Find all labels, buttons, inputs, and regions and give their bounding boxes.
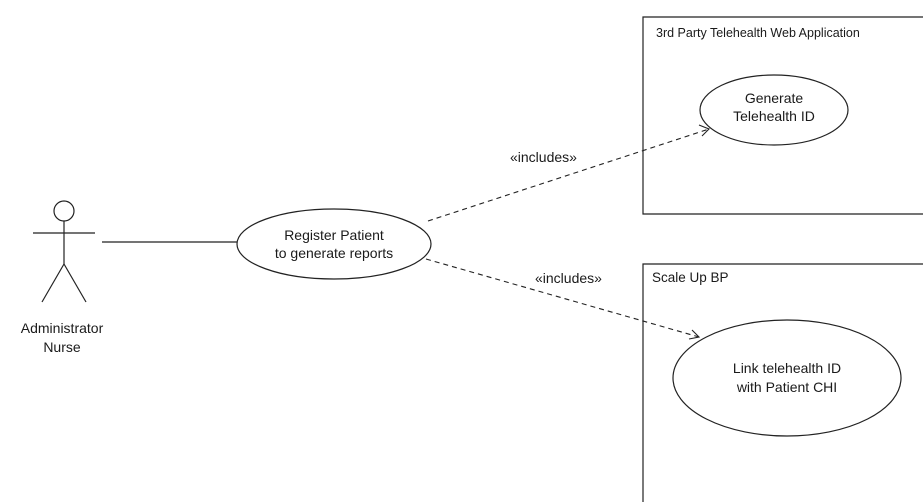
include-dashed-line-top: [427, 128, 710, 222]
include-relation-generate: «includes»: [427, 124, 710, 222]
include-label-bottom: «includes»: [535, 270, 602, 286]
use-case-register-ellipse: [236, 208, 432, 280]
actor-administrator-nurse: Administrator Nurse: [21, 200, 104, 355]
system-boundary-scale-up-frame: [642, 263, 923, 502]
include-dashed-line-bottom: [425, 258, 700, 338]
include-arrowhead-bottom: [688, 329, 701, 340]
system-boundary-scale-up: Scale Up BP: [642, 263, 923, 502]
use-case-generate-line1: Generate: [745, 90, 804, 106]
use-case-link-ellipse: [672, 319, 902, 437]
use-case-generate-telehealth-id: Generate Telehealth ID: [699, 74, 849, 146]
system-title-scale-up: Scale Up BP: [652, 270, 729, 285]
include-relation-link: «includes»: [425, 258, 701, 340]
use-case-register-patient: Register Patient to generate reports: [236, 208, 432, 280]
use-case-generate-ellipse: [699, 74, 849, 146]
system-boundary-telehealth: 3rd Party Telehealth Web Application: [642, 16, 923, 215]
include-arrowhead-top: [698, 124, 710, 137]
include-label-top: «includes»: [510, 149, 577, 165]
use-case-link-line1: Link telehealth ID: [733, 360, 841, 376]
actor-left-leg: [41, 263, 65, 303]
actor-right-leg: [63, 263, 87, 303]
use-case-generate-line2: Telehealth ID: [733, 108, 815, 124]
use-case-link-line2: with Patient CHI: [736, 379, 837, 395]
use-case-link-telehealth-id: Link telehealth ID with Patient CHI: [672, 319, 902, 437]
system-boundary-telehealth-frame: [642, 16, 923, 215]
use-case-register-line2: to generate reports: [275, 245, 393, 261]
actor-name-line2: Nurse: [43, 339, 81, 355]
actor-head: [53, 200, 75, 222]
actor-name-line1: Administrator: [21, 320, 104, 336]
system-title-telehealth: 3rd Party Telehealth Web Application: [656, 26, 860, 40]
use-case-register-line1: Register Patient: [284, 227, 384, 243]
